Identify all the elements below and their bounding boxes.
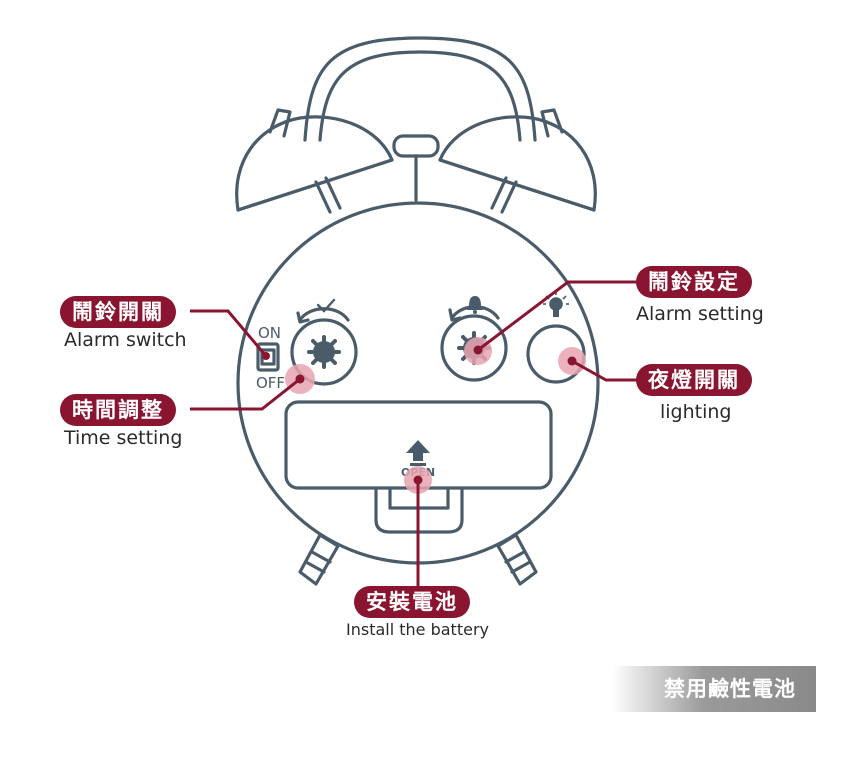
clock-handle (303, 36, 537, 142)
light-bulb-icon (543, 292, 569, 317)
no-alkaline-warning: 禁用鹼性電池 (612, 666, 816, 712)
lighting-label-en: lighting (660, 401, 732, 423)
switch-on-label: ON (258, 324, 281, 342)
leader-alarm-setting (477, 280, 640, 352)
up-arrow-icon (406, 440, 430, 466)
leader-alarm-switch (190, 309, 268, 357)
clock-arrow-check-icon (316, 298, 336, 313)
alarm-setting-knob (440, 314, 508, 382)
lighting-label-zh: 夜燈開關 (636, 364, 752, 396)
alarm-setting-label-en: Alarm setting (636, 303, 764, 325)
alarm-setting-label-zh: 鬧鈴設定 (636, 266, 752, 298)
time-setting-knob (290, 318, 358, 386)
alarm-switch-label-zh: 鬧鈴開關 (60, 296, 176, 328)
switch-off-label: OFF (256, 374, 285, 392)
alarm-switch (256, 342, 280, 372)
alarm-switch-label-en: Alarm switch (64, 329, 187, 351)
leader-time-setting (190, 377, 301, 411)
time-setting-label-zh: 時間調整 (60, 394, 176, 426)
clock-hammer (392, 134, 440, 158)
left-foot (298, 533, 340, 586)
time-setting-label-en: Time setting (64, 427, 183, 449)
bell-arrow-icon (467, 296, 483, 314)
battery-label-zh: 安裝電池 (354, 586, 470, 618)
left-bell (235, 115, 394, 212)
right-foot (496, 533, 538, 586)
leader-lighting (571, 359, 640, 382)
right-bell (438, 115, 597, 212)
battery-label-en: Install the battery (346, 620, 489, 639)
